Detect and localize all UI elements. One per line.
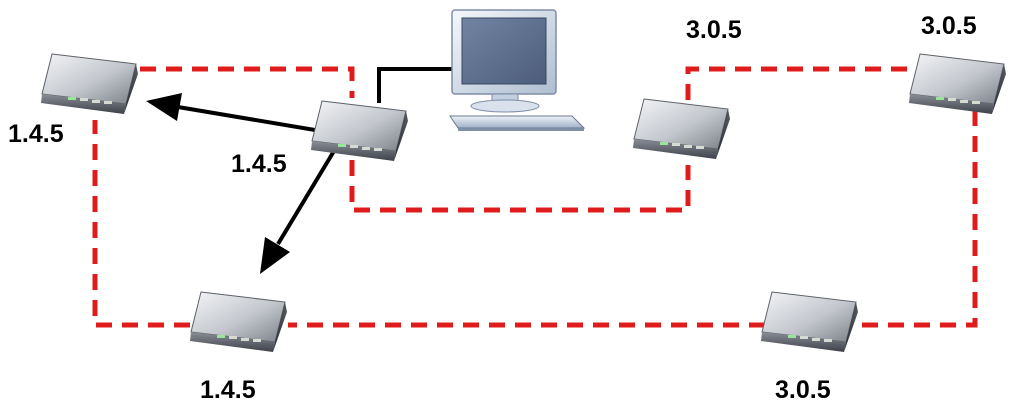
dashed-links [92, 66, 978, 328]
dashed-link-right-side [862, 110, 978, 328]
arrow-to-bottom-left [276, 144, 339, 246]
router-device-icon [632, 98, 731, 160]
device-bottom-left-label: 1.4.5 [200, 376, 256, 404]
computer-link [377, 67, 452, 103]
router-device-icon [189, 291, 288, 353]
router-device-icon [760, 291, 859, 353]
router-device-icon [908, 53, 1007, 115]
dashed-link-top-right [685, 66, 910, 100]
device-center-label: 1.4.5 [231, 150, 287, 178]
device-top-right-label: 3.0.5 [921, 12, 977, 40]
device-bottom-right-label: 3.0.5 [775, 376, 831, 404]
dashed-link-left-side [92, 120, 190, 328]
arrow-to-top-left [177, 105, 316, 132]
dashed-link-center-right [349, 160, 691, 213]
dashed-link-left-loop [140, 66, 355, 98]
device-top-left-label: 1.4.5 [8, 120, 64, 148]
arrows [146, 93, 339, 274]
router-device-icon [40, 53, 139, 115]
router-device-icon [310, 100, 409, 162]
device-center-right-label: 3.0.5 [686, 16, 742, 44]
computer-icon [449, 9, 586, 131]
